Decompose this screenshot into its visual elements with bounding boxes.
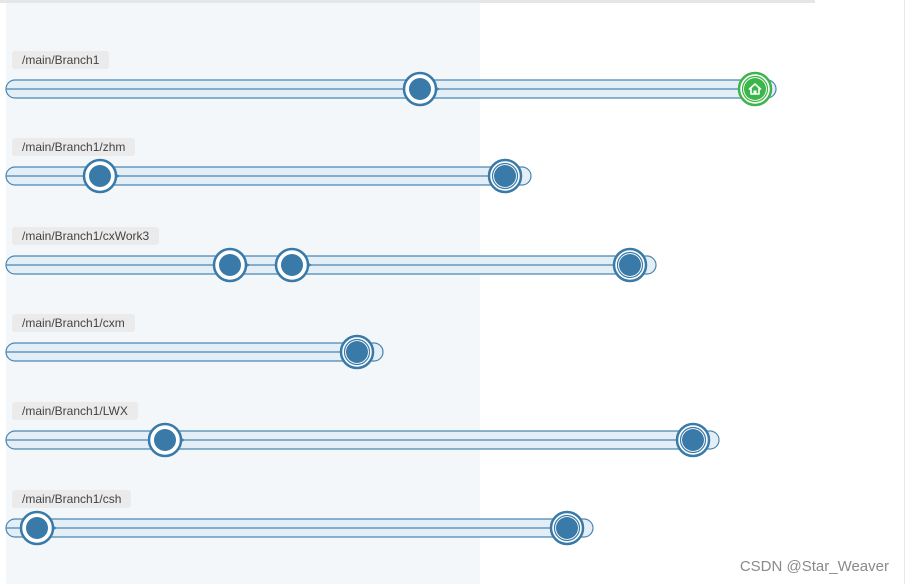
top-bar bbox=[0, 0, 815, 3]
commit-node-head[interactable] bbox=[487, 158, 523, 194]
branch-label[interactable]: /main/Branch1/cxm bbox=[12, 314, 135, 332]
commit-node[interactable] bbox=[274, 247, 310, 283]
lane-zhm bbox=[5, 158, 532, 194]
commit-node[interactable] bbox=[402, 71, 438, 107]
home-icon bbox=[748, 83, 762, 95]
lane-cxwork3 bbox=[5, 247, 657, 283]
lane-csh bbox=[5, 510, 594, 546]
commit-node-head[interactable] bbox=[549, 510, 585, 546]
branch-label[interactable]: /main/Branch1/csh bbox=[12, 490, 132, 508]
lane-cxm bbox=[5, 334, 384, 370]
branch-label[interactable]: /main/Branch1/zhm bbox=[12, 138, 136, 156]
commit-node[interactable] bbox=[212, 247, 248, 283]
lane-lwx bbox=[5, 422, 720, 458]
commit-node-head[interactable] bbox=[612, 247, 648, 283]
watermark: CSDN @Star_Weaver bbox=[739, 558, 889, 575]
commit-node[interactable] bbox=[19, 510, 55, 546]
commit-node-head[interactable] bbox=[339, 334, 375, 370]
commit-node[interactable] bbox=[147, 422, 183, 458]
branch-label[interactable]: /main/Branch1 bbox=[12, 51, 110, 69]
branch-label[interactable]: /main/Branch1/cxWork3 bbox=[12, 227, 160, 245]
commit-node-head[interactable] bbox=[675, 422, 711, 458]
selected-range-panel bbox=[6, 3, 480, 584]
commit-node-home[interactable] bbox=[737, 71, 773, 107]
lane-branch1 bbox=[5, 71, 777, 107]
branch-label[interactable]: /main/Branch1/LWX bbox=[12, 402, 138, 420]
commit-node[interactable] bbox=[82, 158, 118, 194]
